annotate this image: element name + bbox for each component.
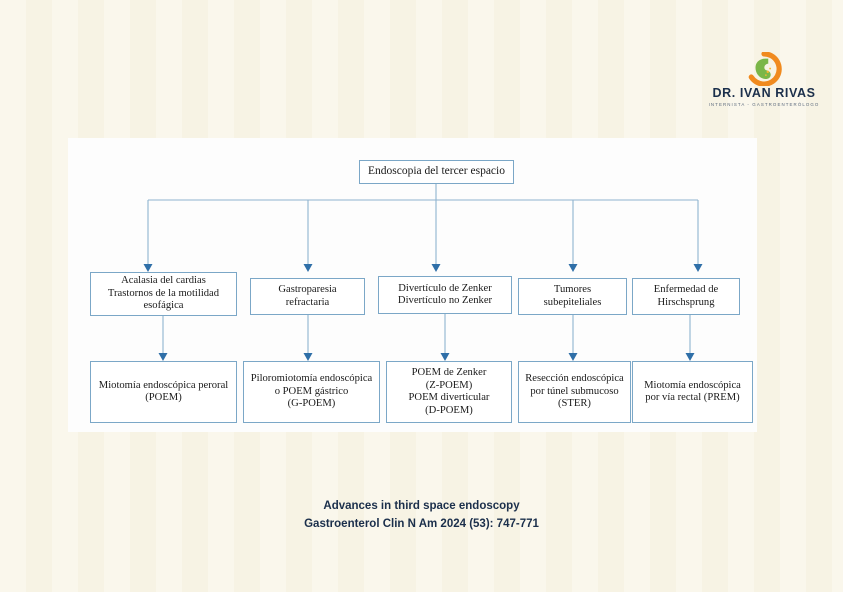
- flow-node-indication-hirschsprung[interactable]: Enfermedad de Hirschsprung: [632, 278, 740, 315]
- flow-node-procedure-ster[interactable]: Resección endoscópica por túnel submucos…: [518, 361, 631, 423]
- citation: Advances in third space endoscopy Gastro…: [0, 498, 843, 534]
- flow-connectors: [143, 184, 703, 361]
- flow-node-indication-gastroparesia[interactable]: Gastroparesia refractaria: [250, 278, 365, 315]
- citation-title: Advances in third space endoscopy: [323, 500, 520, 512]
- stomach-icon: [745, 51, 783, 87]
- brand-logo: DR. IVAN RIVAS INTERNISTA - GASTROENTERÓ…: [709, 51, 818, 107]
- logo-tagline: INTERNISTA - GASTROENTERÓLOGO: [708, 101, 820, 107]
- flow-node-root[interactable]: Endoscopia del tercer espacio: [359, 160, 514, 184]
- flow-node-procedure-gpoem[interactable]: Piloromiotomía endoscópica o POEM gástri…: [243, 361, 380, 423]
- flow-node-indication-tumores[interactable]: Tumores subepiteliales: [518, 278, 627, 315]
- flow-node-indication-diverticulo[interactable]: Divertículo de Zenker Divertículo no Zen…: [378, 276, 512, 314]
- flow-node-procedure-poem[interactable]: Miotomía endoscópica peroral (POEM): [90, 361, 237, 423]
- flowchart: Endoscopia del tercer espacio Acalasia d…: [68, 138, 757, 432]
- logo-name: DR. IVAN RIVAS: [712, 86, 816, 100]
- citation-source: Gastroenterol Clin N Am 2024 (53): 747-7…: [304, 517, 539, 530]
- flow-node-procedure-prem[interactable]: Miotomía endoscópica por vía rectal (PRE…: [632, 361, 753, 423]
- flow-node-procedure-zpoem[interactable]: POEM de Zenker (Z-POEM) POEM diverticula…: [386, 361, 512, 423]
- diagram-panel: Endoscopia del tercer espacio Acalasia d…: [68, 138, 757, 432]
- flow-node-indication-acalasia[interactable]: Acalasia del cardias Trastornos de la mo…: [90, 272, 237, 316]
